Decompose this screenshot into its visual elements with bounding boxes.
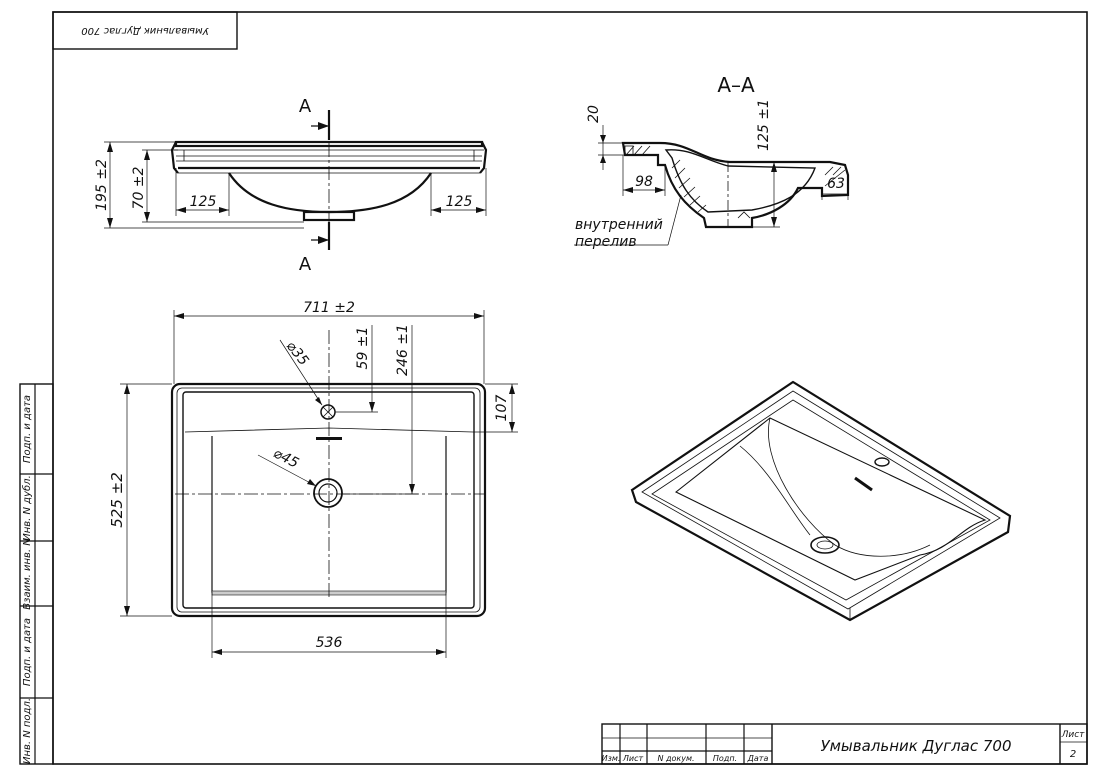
section-note-line2: перелив xyxy=(575,234,637,250)
front-dimensions xyxy=(104,141,487,229)
sheet-number: 2 xyxy=(1070,749,1076,760)
stamp-title: Умывальник Дуглас 700 xyxy=(81,25,208,36)
top-dim-tap-offset: 59 ±1 xyxy=(355,327,371,370)
top-dim-drain-value: 45 xyxy=(278,449,301,472)
section-dim-right: 63 xyxy=(827,176,845,192)
strip-label-4: Подп. и дата xyxy=(22,618,33,686)
top-dim-width: 711 ±2 xyxy=(303,300,355,316)
front-dim-height: 195 ±2 xyxy=(94,159,110,211)
section-view xyxy=(621,141,850,229)
strip-label-3: Взаим. инв. N xyxy=(22,538,33,610)
col-header-izm: Изм. xyxy=(602,754,621,763)
section-dimensions xyxy=(574,125,849,246)
section-note-line1: внутренний xyxy=(575,217,663,233)
strip-label-1: Подп. и дата xyxy=(22,395,33,463)
section-title: A–A xyxy=(717,73,755,97)
title-block-frame xyxy=(601,723,1088,765)
strip-label-2: Инв. N дубл. xyxy=(21,475,33,541)
col-header-doc: N докум. xyxy=(657,754,694,763)
rotated-title-stamp: Умывальник Дуглас 700 xyxy=(52,11,238,50)
section-dim-left: 98 xyxy=(635,174,653,190)
top-dim-bowl-width: 536 xyxy=(316,635,343,651)
front-dim-bowl-depth: 70 ±2 xyxy=(131,166,147,209)
top-dim-tap-hole: ⌀35 xyxy=(283,338,312,369)
title-block-title: Умывальник Дуглас 700 xyxy=(820,737,1011,755)
isometric-view xyxy=(630,380,1012,622)
col-header-sign: Подп. xyxy=(713,754,737,763)
top-dim-drain: ⌀45 xyxy=(271,445,302,471)
strip-label-5: Инв. N подл. xyxy=(22,698,33,764)
top-dim-tap-hole-value: 35 xyxy=(288,345,312,369)
front-dim-right: 125 xyxy=(446,194,473,210)
col-header-date: Дата xyxy=(747,754,769,763)
section-dim-rim: 20 xyxy=(586,105,602,123)
sheet-label: Лист xyxy=(1061,730,1086,740)
top-dim-rim-depth: 107 xyxy=(494,395,510,422)
top-dim-depth: 525 ±2 xyxy=(108,472,126,528)
section-dim-total: 125 ±1 xyxy=(756,99,772,151)
top-view xyxy=(170,330,487,618)
top-dim-drain-offset: 246 ±1 xyxy=(395,324,411,376)
front-view xyxy=(170,110,488,250)
top-dimensions xyxy=(120,310,518,658)
front-dim-left: 125 xyxy=(190,194,217,210)
col-header-list: Лист xyxy=(622,754,644,763)
sheet-frame xyxy=(19,11,1088,765)
section-mark-bottom: A xyxy=(299,254,312,275)
section-mark-top: A xyxy=(299,96,312,117)
